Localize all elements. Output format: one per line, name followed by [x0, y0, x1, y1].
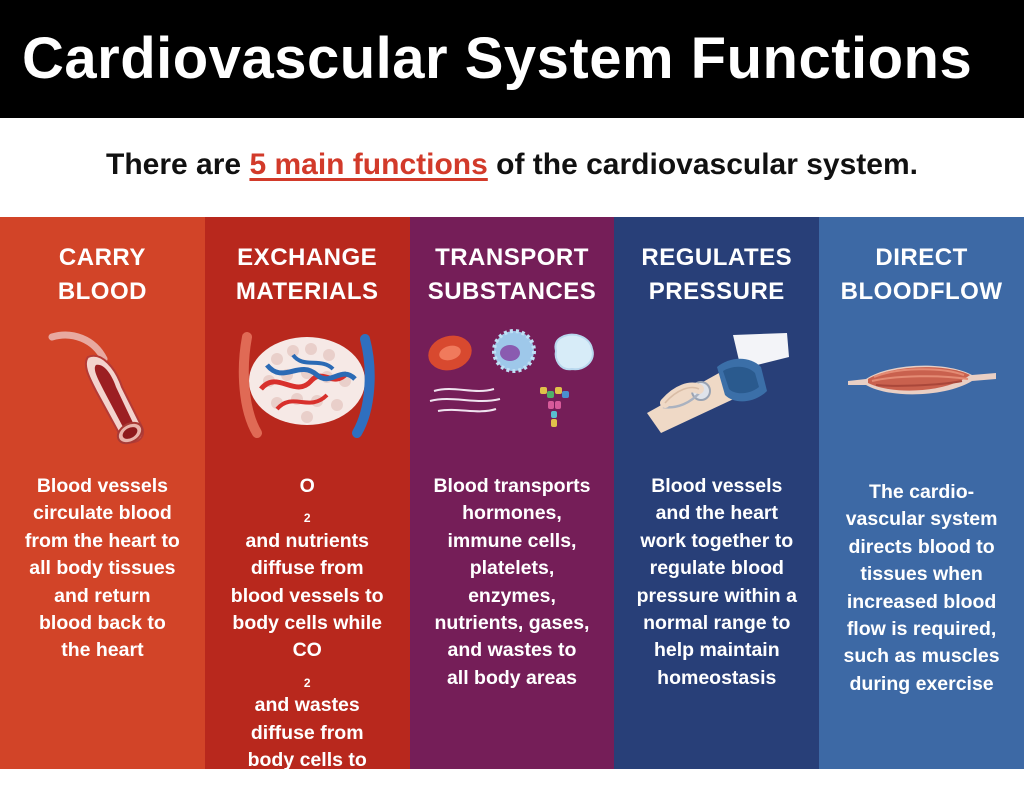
- subtitle-highlight: 5 main functions: [249, 148, 488, 181]
- description-line: work together to: [640, 529, 794, 552]
- description-fragment: and nutrients: [245, 529, 369, 552]
- description-line: body cells to: [247, 749, 367, 772]
- description-line: directs blood to: [848, 535, 995, 558]
- description-line: immune cells,: [447, 529, 577, 552]
- column-title-line: PRESSURE: [648, 278, 785, 305]
- description-line: all body areas: [446, 666, 578, 689]
- description-line: flow is required,: [846, 618, 997, 641]
- description-line: O 2 and nutrients: [209, 473, 406, 555]
- subtitle-after: of the cardiovascular system.: [487, 148, 918, 181]
- co2-subscript: 2: [303, 675, 311, 690]
- o2-label: O: [299, 475, 315, 497]
- column-title-line: REGULATES: [641, 244, 793, 271]
- header-bar: Cardiovascular System Functions: [0, 0, 1024, 118]
- column-title: DIRECT BLOODFLOW: [819, 241, 1024, 309]
- description-line: pressure within a: [636, 584, 797, 607]
- column-carry-blood: CARRY BLOOD Blood vessels circulate bloo…: [0, 217, 205, 769]
- column-title: EXCHANGE MATERIALS: [205, 241, 410, 309]
- column-regulates-pressure: REGULATES PRESSURE Blood vessels and the…: [614, 217, 820, 769]
- o2-subscript: 2: [303, 511, 311, 526]
- column-description: Blood transports hormones, immune cells,…: [414, 473, 611, 692]
- column-description: The cardio- vascular system directs bloo…: [823, 479, 1020, 698]
- column-title: TRANSPORT SUBSTANCES: [410, 241, 615, 309]
- muscle-icon: [847, 365, 996, 395]
- description-line: blood vessels to: [230, 584, 384, 607]
- column-title-line: MATERIALS: [235, 278, 379, 305]
- column-description: Blood vessels and the heart work togethe…: [618, 473, 815, 692]
- description-line: diffuse from: [250, 557, 364, 580]
- description-line: The cardio-: [869, 481, 975, 503]
- description-line: vascular system: [845, 508, 998, 531]
- subtitle-before: There are: [106, 148, 250, 181]
- column-direct-bloodflow: DIRECT BLOODFLOW The cardio- vascular sy…: [819, 217, 1024, 769]
- description-line: nutrients, gases,: [434, 612, 590, 635]
- column-title-line: CARRY: [58, 244, 146, 271]
- description-line: diffuse from: [250, 721, 364, 744]
- blood-pressure-cuff-icon: [646, 333, 789, 433]
- column-title-line: EXCHANGE: [237, 244, 378, 271]
- description-line: circulate blood: [33, 502, 172, 525]
- column-description: Blood vessels circulate blood from the h…: [4, 473, 201, 665]
- column-title-line: TRANSPORT: [435, 244, 589, 271]
- column-title-line: BLOOD: [57, 278, 147, 305]
- description-line: increased blood: [846, 590, 997, 613]
- column-description: O 2 and nutrients diffuse from blood vess…: [209, 473, 406, 802]
- description-line: tissues when: [860, 563, 983, 586]
- description-line: from the heart to: [24, 529, 180, 552]
- page-title: Cardiovascular System Functions: [22, 26, 973, 91]
- description-fragment: and wastes: [254, 694, 360, 717]
- description-line: Blood transports: [433, 475, 591, 497]
- description-line: body cells while: [232, 612, 382, 635]
- description-line: and return: [54, 584, 151, 607]
- column-title: REGULATES PRESSURE: [614, 241, 819, 309]
- description-line: CO 2 and wastes: [209, 637, 406, 719]
- subtitle: There are 5 main functions of the cardio…: [0, 148, 1024, 182]
- description-line: and the heart: [655, 502, 778, 525]
- blood-cells-icon: [428, 329, 594, 427]
- column-title-line: BLOODFLOW: [840, 278, 1003, 305]
- column-title: CARRY BLOOD: [0, 241, 205, 309]
- description-line: the heart: [61, 639, 144, 662]
- description-line: Blood vessels: [36, 475, 168, 497]
- description-line: all body tissues: [29, 557, 176, 580]
- description-line: enzymes,: [468, 584, 556, 607]
- description-line: during exercise: [849, 672, 994, 695]
- blood-vessel-icon: [48, 331, 145, 445]
- description-line: blood back to: [39, 612, 166, 635]
- description-line: hormones,: [462, 502, 562, 525]
- description-line: and wastes to: [447, 639, 577, 662]
- description-line: regulate blood: [649, 557, 784, 580]
- column-title-line: SUBSTANCES: [427, 278, 597, 305]
- function-columns: CARRY BLOOD Blood vessels circulate bloo…: [0, 217, 1024, 798]
- description-line: homeostasis: [657, 666, 777, 689]
- description-line: platelets,: [469, 557, 555, 580]
- description-line: normal range to: [643, 612, 791, 635]
- description-line: blood vessels: [242, 776, 372, 799]
- description-line: Blood vessels: [651, 475, 783, 497]
- description-line: such as muscles: [843, 645, 1000, 668]
- co2-label: CO: [292, 639, 322, 662]
- column-title-line: DIRECT: [875, 244, 968, 271]
- description-line: help maintain: [653, 639, 780, 662]
- capillary-bed-icon: [239, 332, 375, 438]
- column-transport-substances: TRANSPORT SUBSTANCES: [409, 217, 615, 769]
